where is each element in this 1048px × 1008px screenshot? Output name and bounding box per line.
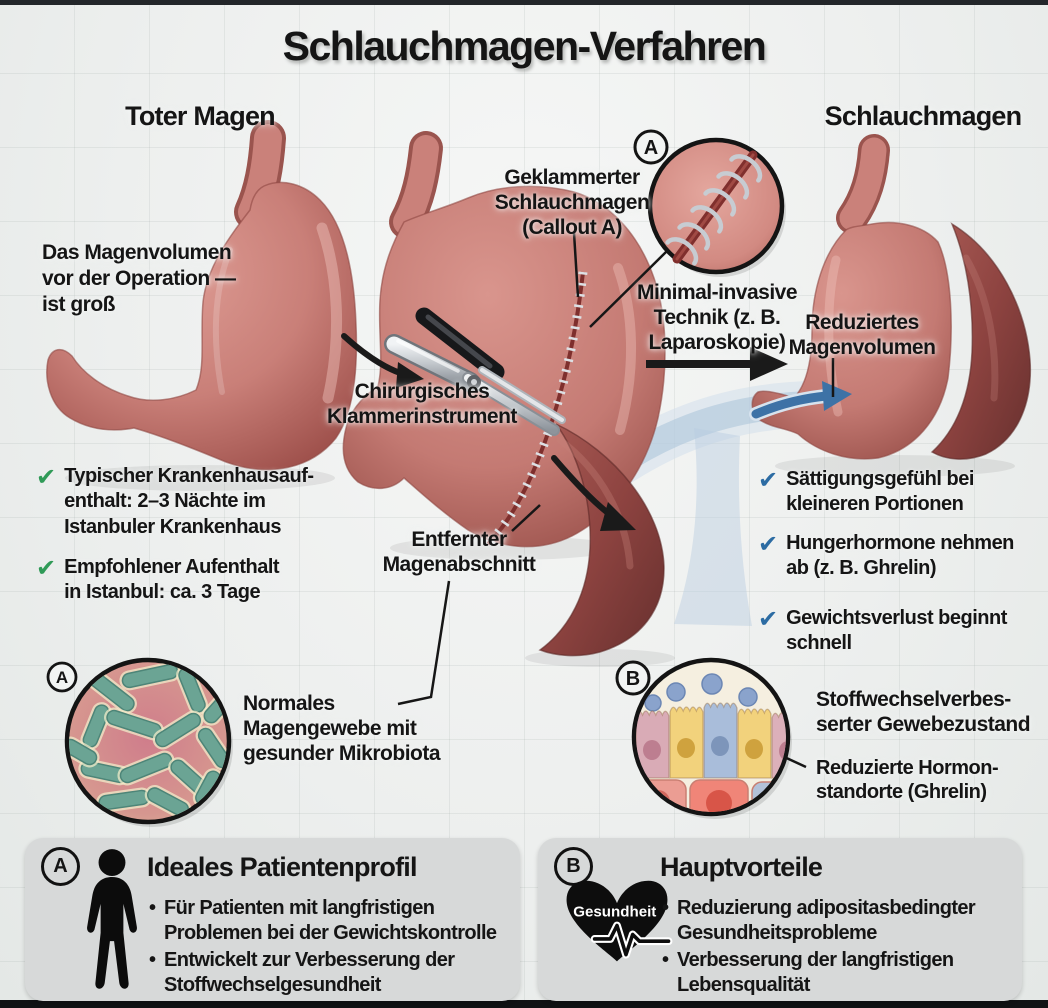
right-column-heading: Schlauchmagen	[824, 101, 1022, 131]
panel-a-badge: A	[41, 847, 80, 886]
check-icon: ✔	[36, 463, 57, 491]
checklist-item-hospital-stay: ✔ Typischer Krankenhausauf- enthalt: 2–3…	[36, 463, 314, 538]
panel-a-bullet-1: • Für Patienten mit langfristigen Proble…	[149, 897, 497, 944]
patient-profile-panel: A Ideales Patientenprofil • Für Patiente…	[25, 838, 520, 1001]
arrow-to-removed-icon	[551, 455, 636, 531]
checklist-item-satiety: ✔ Sättigungsgefühl bei kleineren Portion…	[758, 466, 974, 516]
reduced-volume-label: Reduziertes Magenvolumen	[788, 311, 936, 359]
bullet-icon: •	[662, 949, 670, 971]
callout-a-staple-circle: A	[633, 129, 786, 277]
benefits-panel: B Gesundheit Hauptvorteile • Reduzierung…	[538, 838, 1022, 1001]
stapled-sleeve-label: Geklammerter Schlauchmagen (Callout A)	[494, 166, 650, 239]
improved-tissue-label: Stoffwechselverbes- serter Gewebezustand	[816, 688, 1031, 736]
staple-line	[484, 271, 588, 548]
page-title: Schlauchmagen-Verfahren	[282, 23, 767, 69]
removed-stomach-section	[538, 423, 665, 657]
procedure-arrow-icon	[646, 347, 788, 381]
blue-flow-arrow-icon	[749, 381, 852, 421]
check-icon: ✔	[758, 530, 779, 558]
minimally-invasive-label: Minimal-invasive Technik (z. B. Laparosk…	[636, 281, 798, 354]
microbiota-badge	[46, 661, 78, 693]
bullet-icon: •	[149, 897, 157, 919]
panel-b-bullet-2: • Verbesserung der langfristigen Lebensq…	[662, 949, 954, 996]
removed-section-label: Entfernter Magenabschnitt	[382, 528, 536, 576]
bottom-border-strip	[0, 1000, 1048, 1008]
microbiota-circle: A	[46, 657, 233, 827]
normal-tissue-label: Normales Magengewebe mit gesunder Mikrob…	[243, 692, 441, 765]
microbiota-badge-letter: A	[56, 668, 68, 687]
bullet-icon: •	[662, 897, 670, 919]
health-heart-icon: Gesundheit	[566, 880, 673, 962]
callout-b-badge-letter: B	[626, 668, 640, 690]
large-stomach-illustration	[46, 120, 358, 471]
stapler-icon	[384, 307, 566, 436]
panel-a-bullet-2: • Entwickelt zur Verbesserung der Stoffw…	[149, 949, 455, 996]
checklist-item-weight-loss: ✔ Gewichtsverlust beginnt schnell	[758, 605, 1007, 655]
person-silhouette-icon	[87, 849, 137, 989]
heart-label: Gesundheit	[573, 904, 656, 921]
callout-a-badge-letter: A	[644, 137, 658, 159]
top-border-strip	[0, 0, 1048, 5]
panel-b-bullet-1: • Reduzierung adipositasbedingter Gesund…	[662, 897, 976, 944]
reduced-hormones-label: Reduzierte Hormon- standorte (Ghrelin)	[816, 757, 999, 803]
check-icon: ✔	[36, 554, 57, 582]
arrow-to-stapler-icon	[341, 333, 424, 388]
panel-a-heading: Ideales Patientenprofil	[147, 852, 417, 882]
callout-b-badge	[615, 660, 651, 696]
checklist-item-hormones: ✔ Hungerhormone nehmen ab (z. B. Ghrelin…	[758, 530, 1014, 580]
stapler-label: Chirurgisches Klammerinstrument	[327, 380, 517, 428]
callout-a-badge	[633, 129, 669, 165]
stomach-volume-label: Das Magenvolumen vor der Operation — ist…	[42, 241, 236, 316]
panel-b-badge: B	[554, 847, 593, 886]
checklist-item-istanbul-stay: ✔ Empfohlener Aufenthalt in Istanbul: ca…	[36, 554, 280, 604]
check-icon: ✔	[758, 605, 779, 633]
tissue-cells-circle: B	[615, 657, 792, 819]
panel-b-heading: Hauptvorteile	[660, 852, 823, 882]
left-column-heading: Toter Magen	[125, 101, 276, 131]
bullet-icon: •	[149, 949, 157, 971]
check-icon: ✔	[758, 466, 779, 494]
